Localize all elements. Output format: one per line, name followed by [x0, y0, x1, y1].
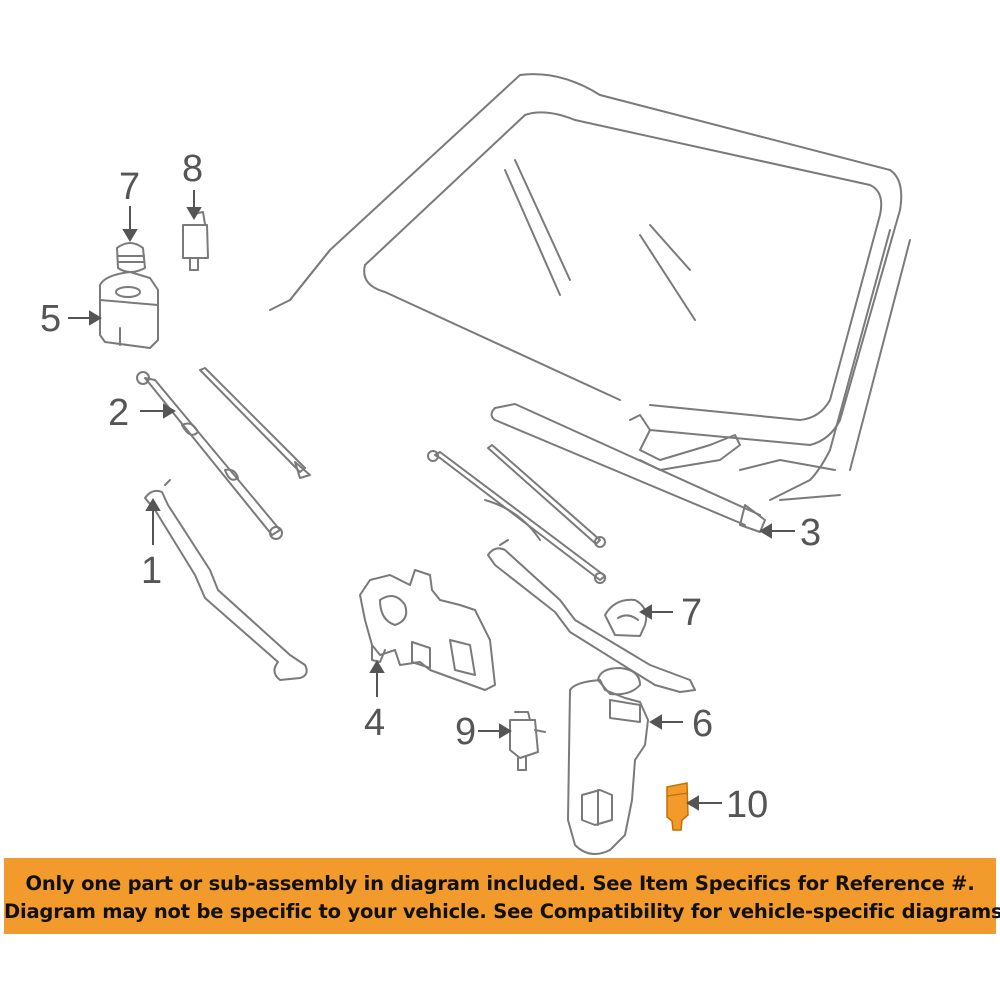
callout-2: 2: [108, 392, 130, 434]
parts-diagram: [68, 73, 911, 855]
arrow-callout-3: [759, 523, 795, 539]
arrow-callout-1: [145, 498, 161, 545]
disclaimer-line-1: Only one part or sub-assembly in diagram…: [25, 872, 975, 895]
arrow-callout-4: [369, 660, 385, 697]
arrow-callout-5: [68, 310, 102, 326]
wiper-arm-assembly-part-3: [490, 403, 766, 533]
callout-5: 5: [40, 298, 62, 340]
callout-8: 8: [182, 148, 204, 190]
arrow-callout-9: [478, 723, 512, 739]
wiper-arm-right: [487, 539, 696, 693]
pivot-cap-part-7-right: [604, 598, 648, 637]
washer-reservoir-part-6: [567, 667, 649, 855]
reservoir-cap-part-7-top: [116, 242, 146, 273]
arrow-callout-2: [140, 403, 176, 419]
disclaimer-line-2: Diagram may not be specific to your vehi…: [4, 900, 1000, 923]
wiper-arm-part-1: [144, 479, 308, 681]
callout-3: 3: [800, 512, 822, 554]
disclaimer-banner: Only one part or sub-assembly in diagram…: [4, 858, 1000, 934]
windshield: [269, 73, 911, 501]
wiper-linkage-center: [427, 444, 606, 584]
callout-6: 6: [692, 703, 714, 745]
linkage-rod-part-2: [136, 367, 311, 540]
callout-10: 10: [726, 784, 769, 826]
wiper-motor-part-4: [359, 569, 496, 691]
washer-pump-part-8: [182, 211, 209, 271]
callout-9: 9: [455, 711, 477, 753]
arrow-callout-7-top: [122, 206, 138, 242]
washer-pump-part-9: [509, 711, 546, 771]
callout-7-right: 7: [681, 592, 703, 634]
arrow-callout-10: [686, 795, 722, 811]
callout-1: 1: [141, 550, 163, 592]
arrow-callout-6: [649, 714, 683, 730]
washer-reservoir-part-5: [99, 271, 159, 349]
callout-4: 4: [364, 702, 386, 744]
arrow-callout-7-right: [639, 604, 673, 620]
arrow-callout-8: [186, 190, 202, 220]
callout-7-top: 7: [119, 166, 141, 208]
washer-pump-seal-part-10: [666, 782, 689, 831]
